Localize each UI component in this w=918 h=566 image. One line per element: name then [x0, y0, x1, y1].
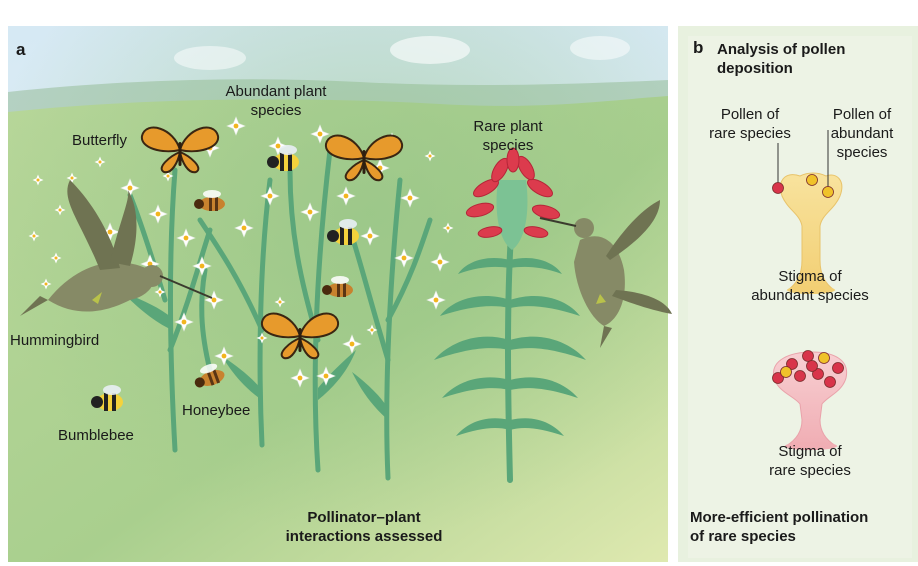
stigma-rare-label-line1: Stigma of [700, 442, 918, 461]
pollen-grain-abundant [781, 367, 792, 378]
pollen-grain-abundant [807, 175, 818, 186]
panel-a-letter: a [16, 40, 25, 60]
pollen-abundant-label-line2: abundant [810, 124, 914, 143]
panel-b-title-line1: Analysis of pollen [717, 40, 845, 59]
pollen-grain-rare [807, 361, 818, 372]
stigma-abundant-label-line1: Stigma of [700, 267, 918, 286]
panel-a-caption: Pollinator–plant interactions assessed [254, 508, 474, 546]
panel-b-caption: More-efficient pollination of rare speci… [690, 508, 868, 546]
stigma-abundant-label-line2: abundant species [700, 286, 918, 305]
panel-b-caption-line2: of rare species [690, 527, 868, 546]
abundant-plant-label-line2: species [196, 101, 356, 120]
abundant-plant-label-line1: Abundant plant [196, 82, 356, 101]
stigma-rare-label: Stigma of rare species [700, 442, 918, 480]
pollen-rare-label: Pollen of rare species [692, 105, 808, 143]
rare-plant-label-line2: species [446, 136, 570, 155]
rare-plant-label: Rare plant species [446, 117, 570, 155]
pollen-grain-rare [833, 363, 844, 374]
pollen-grain-rare [795, 371, 806, 382]
panel-b-title-line2: deposition [717, 59, 845, 78]
panel-b-caption-line1: More-efficient pollination [690, 508, 868, 527]
rare-plant-label-line1: Rare plant [446, 117, 570, 136]
pollen-abundant-label-line3: species [810, 143, 914, 162]
panel-a-caption-line1: Pollinator–plant [254, 508, 474, 527]
panel-b-letter: b [693, 38, 703, 58]
panel-a-caption-line2: interactions assessed [254, 527, 474, 546]
pollen-grain-rare [803, 351, 814, 362]
hummingbird-label: Hummingbird [10, 331, 99, 350]
stigma-abundant-label: Stigma of abundant species [700, 267, 918, 305]
butterfly-label: Butterfly [72, 131, 127, 150]
panel-b-title: Analysis of pollen deposition [717, 40, 845, 78]
pollen-rare-label-line1: Pollen of [692, 105, 808, 124]
honeybee-label: Honeybee [182, 401, 250, 420]
pollen-grain-abundant [819, 353, 830, 364]
bumblebee-label: Bumblebee [58, 426, 134, 445]
pollen-abundant-label-line1: Pollen of [810, 105, 914, 124]
pollen-rare-label-line2: rare species [692, 124, 808, 143]
pollen-grain-rare [773, 183, 784, 194]
abundant-plant-label: Abundant plant species [196, 82, 356, 120]
stigma-rare-label-line2: rare species [700, 461, 918, 480]
pollen-grain-rare [825, 377, 836, 388]
pollen-grain-abundant [823, 187, 834, 198]
pollen-abundant-label: Pollen of abundant species [810, 105, 914, 162]
